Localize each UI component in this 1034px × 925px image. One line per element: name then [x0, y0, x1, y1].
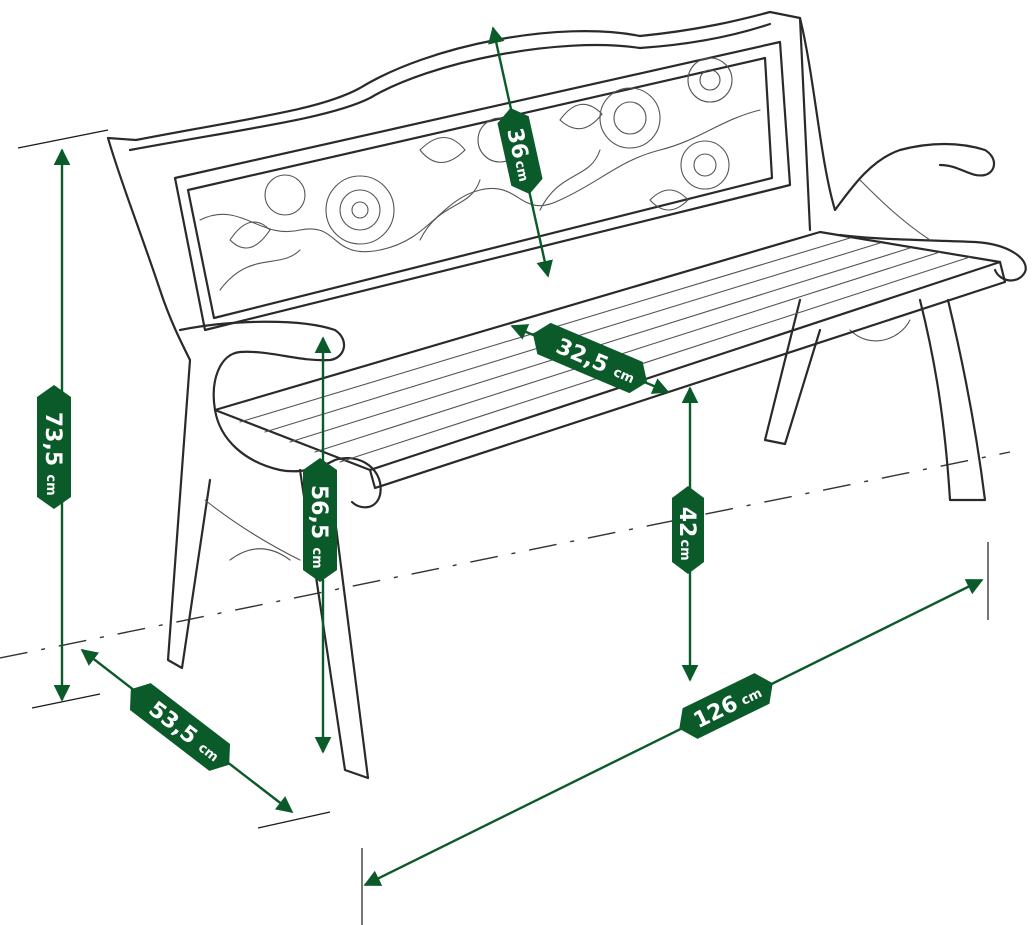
total-width-badge: 126 cm — [679, 673, 773, 739]
svg-text:cm: cm — [511, 159, 530, 183]
svg-text:cm: cm — [43, 474, 58, 495]
armrest-height-badge: 56,5 cm — [303, 458, 337, 582]
extension-lines — [17, 129, 989, 925]
backrest-top-rail — [106, 10, 812, 232]
backrest-height-badge: 36 cm — [497, 108, 543, 194]
right-front-leg — [918, 298, 987, 502]
left-armrest — [178, 320, 382, 509]
svg-text:42: 42 — [674, 507, 699, 538]
ground-plane-line — [0, 451, 1011, 659]
right-rear-leg — [763, 298, 822, 446]
total-depth-badge: 53,5 cm — [129, 683, 231, 771]
backrest-panel — [173, 40, 792, 332]
svg-text:cm: cm — [309, 547, 324, 568]
svg-text:cm: cm — [677, 539, 692, 560]
svg-text:73,5: 73,5 — [40, 412, 65, 466]
seat-height-badge: 42 cm — [672, 486, 704, 574]
seat-depth-badge: 32,5 cm — [532, 322, 648, 394]
total-width-arrow — [363, 578, 984, 887]
svg-text:56,5: 56,5 — [306, 485, 331, 539]
total-height-badge: 73,5 cm — [37, 385, 71, 509]
right-armrest — [798, 16, 996, 212]
left-side-frame — [106, 136, 212, 670]
rose-ornament — [199, 57, 761, 291]
bench-illustration — [106, 10, 1027, 780]
